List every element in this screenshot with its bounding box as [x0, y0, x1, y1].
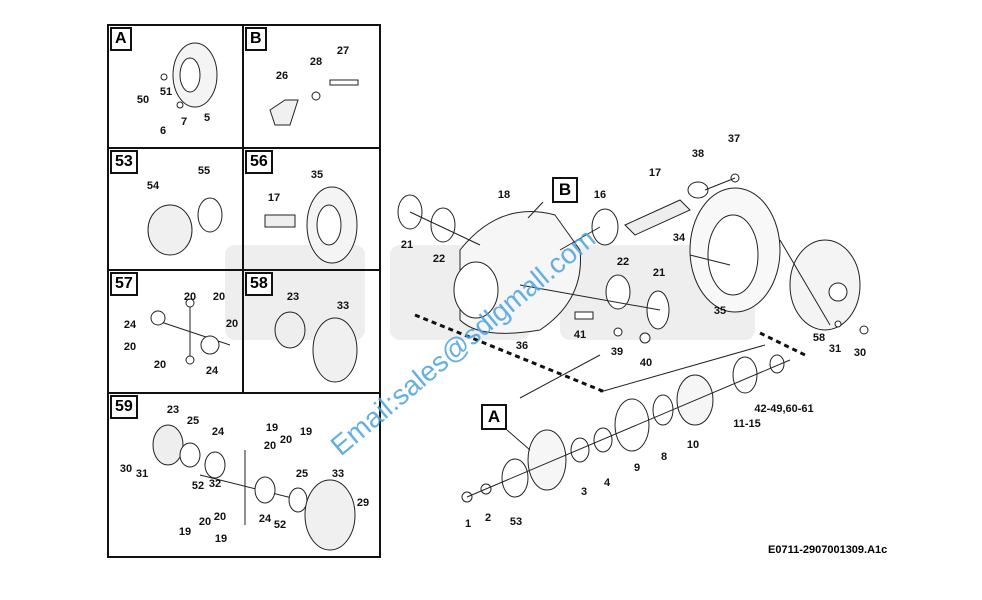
callout: 33	[336, 300, 350, 312]
callout: 28	[309, 56, 323, 68]
callout: 30	[119, 463, 133, 475]
callout: 36	[515, 340, 529, 352]
callout: 20	[212, 291, 226, 303]
callout: 31	[135, 468, 149, 480]
callout: 19	[265, 422, 279, 434]
callout: 26	[275, 70, 289, 82]
callout: 20	[183, 291, 197, 303]
callout: 34	[672, 232, 686, 244]
callout: 39	[610, 346, 624, 358]
callout: 32	[208, 478, 222, 490]
callout: 23	[286, 291, 300, 303]
callout: 24	[205, 365, 219, 377]
callout: 19	[178, 526, 192, 538]
callout: 20	[123, 341, 137, 353]
callout: 5	[203, 112, 211, 124]
callout: 38	[691, 148, 705, 160]
callout: 30	[853, 347, 867, 359]
callout: 10	[686, 439, 700, 451]
callout: 11-15	[733, 418, 761, 430]
callout: 8	[660, 451, 668, 463]
callout: 54	[146, 180, 160, 192]
part-shapes	[147, 42, 869, 551]
callout: 17	[648, 167, 662, 179]
callout: 20	[198, 516, 212, 528]
callout: 23	[166, 404, 180, 416]
panel-a-tag: A	[110, 27, 132, 51]
callout: 20	[153, 359, 167, 371]
callout: 50	[136, 94, 150, 106]
callout: 17	[267, 192, 281, 204]
callout: 31	[828, 343, 842, 355]
callout: 16	[593, 189, 607, 201]
panel-56-tag: 56	[245, 150, 273, 174]
detail-a-tag: A	[481, 404, 507, 430]
callout: 20	[263, 440, 277, 452]
callout: 24	[123, 319, 137, 331]
callout: 7	[180, 116, 188, 128]
callout: 37	[727, 133, 741, 145]
panel-b-tag: B	[245, 27, 267, 51]
callout: 9	[633, 462, 641, 474]
callout: 22	[432, 253, 446, 265]
callout: 18	[497, 189, 511, 201]
callout: 2	[484, 512, 492, 524]
callout: 19	[214, 533, 228, 545]
callout: 42-49,60-61	[754, 403, 814, 415]
callout: 21	[652, 267, 666, 279]
callout: 29	[356, 497, 370, 509]
callout: 55	[197, 165, 211, 177]
callout: 6	[159, 125, 167, 137]
callout: 25	[295, 468, 309, 480]
callout: 22	[616, 256, 630, 268]
callout: 27	[336, 45, 350, 57]
callout: 4	[603, 477, 611, 489]
callout: 35	[310, 169, 324, 181]
panel-grid	[107, 24, 381, 558]
detail-b-tag: B	[552, 177, 578, 203]
callout: 52	[191, 480, 205, 492]
panel-53-tag: 53	[110, 150, 138, 174]
callout: 41	[573, 329, 587, 341]
callout: 53	[509, 516, 523, 528]
leader-lines	[409, 177, 831, 498]
callout: 20	[225, 318, 239, 330]
drawing-code: E0711-2907001309.A1c	[768, 544, 888, 556]
callout: 24	[211, 426, 225, 438]
callout: 52	[273, 519, 287, 531]
panel-58-tag: 58	[245, 272, 273, 296]
callout: 20	[279, 434, 293, 446]
callout: 1	[464, 518, 472, 530]
callout: 21	[400, 239, 414, 251]
panel-57-tag: 57	[110, 272, 138, 296]
callout: 51	[159, 86, 173, 98]
callout: 35	[713, 305, 727, 317]
callout: 40	[639, 357, 653, 369]
callout: 20	[213, 511, 227, 523]
callout: 33	[331, 468, 345, 480]
callout: 19	[299, 426, 313, 438]
callout: 58	[812, 332, 826, 344]
dashed-group-line	[414, 313, 806, 394]
callout: 25	[186, 415, 200, 427]
callout: 24	[258, 513, 272, 525]
callout: 3	[580, 486, 588, 498]
panel-59-tag: 59	[110, 395, 138, 419]
